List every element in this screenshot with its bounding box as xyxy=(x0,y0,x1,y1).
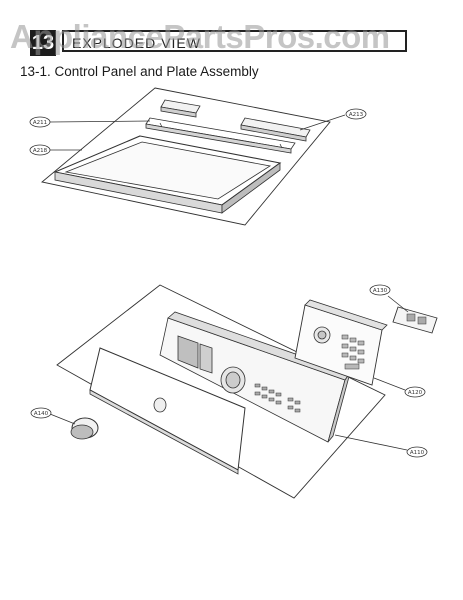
callout-a218: A218 xyxy=(29,144,51,156)
callout-a110: A110 xyxy=(406,446,428,458)
front-decor-panel xyxy=(89,347,246,475)
callout-a140-label: A140 xyxy=(34,411,49,417)
callout-a213: A213 xyxy=(345,108,367,120)
control-knob xyxy=(70,417,99,440)
subsection-title: 13-1. Control Panel and Plate Assembly xyxy=(20,64,259,79)
plate-top-strip-right xyxy=(240,117,311,142)
callout-a130: A130 xyxy=(369,284,391,296)
callout-a218-label: A218 xyxy=(33,148,48,154)
watermark: AppliancePartsPros.com xyxy=(10,18,390,55)
plate-assembly-boundary xyxy=(40,87,331,226)
section-number: 13 xyxy=(30,30,56,56)
sub-board xyxy=(392,306,438,334)
pcb-assembly xyxy=(294,299,388,386)
callout-a140: A140 xyxy=(30,407,52,419)
callout-a130-label: A130 xyxy=(373,288,388,294)
section-title: EXPLODED VIEW xyxy=(62,30,407,52)
callout-a120: A120 xyxy=(404,386,426,398)
plate-top-strip-left xyxy=(160,99,201,118)
callout-a211-label: A211 xyxy=(33,120,47,126)
callout-a211: A211 xyxy=(29,116,51,128)
callout-a213-label: A213 xyxy=(349,112,364,118)
plate-frame xyxy=(53,135,282,214)
callout-a120-label: A120 xyxy=(408,390,423,396)
control-panel-housing xyxy=(159,311,351,443)
plate-bracket xyxy=(145,117,296,154)
callout-a110-label: A110 xyxy=(410,450,425,456)
